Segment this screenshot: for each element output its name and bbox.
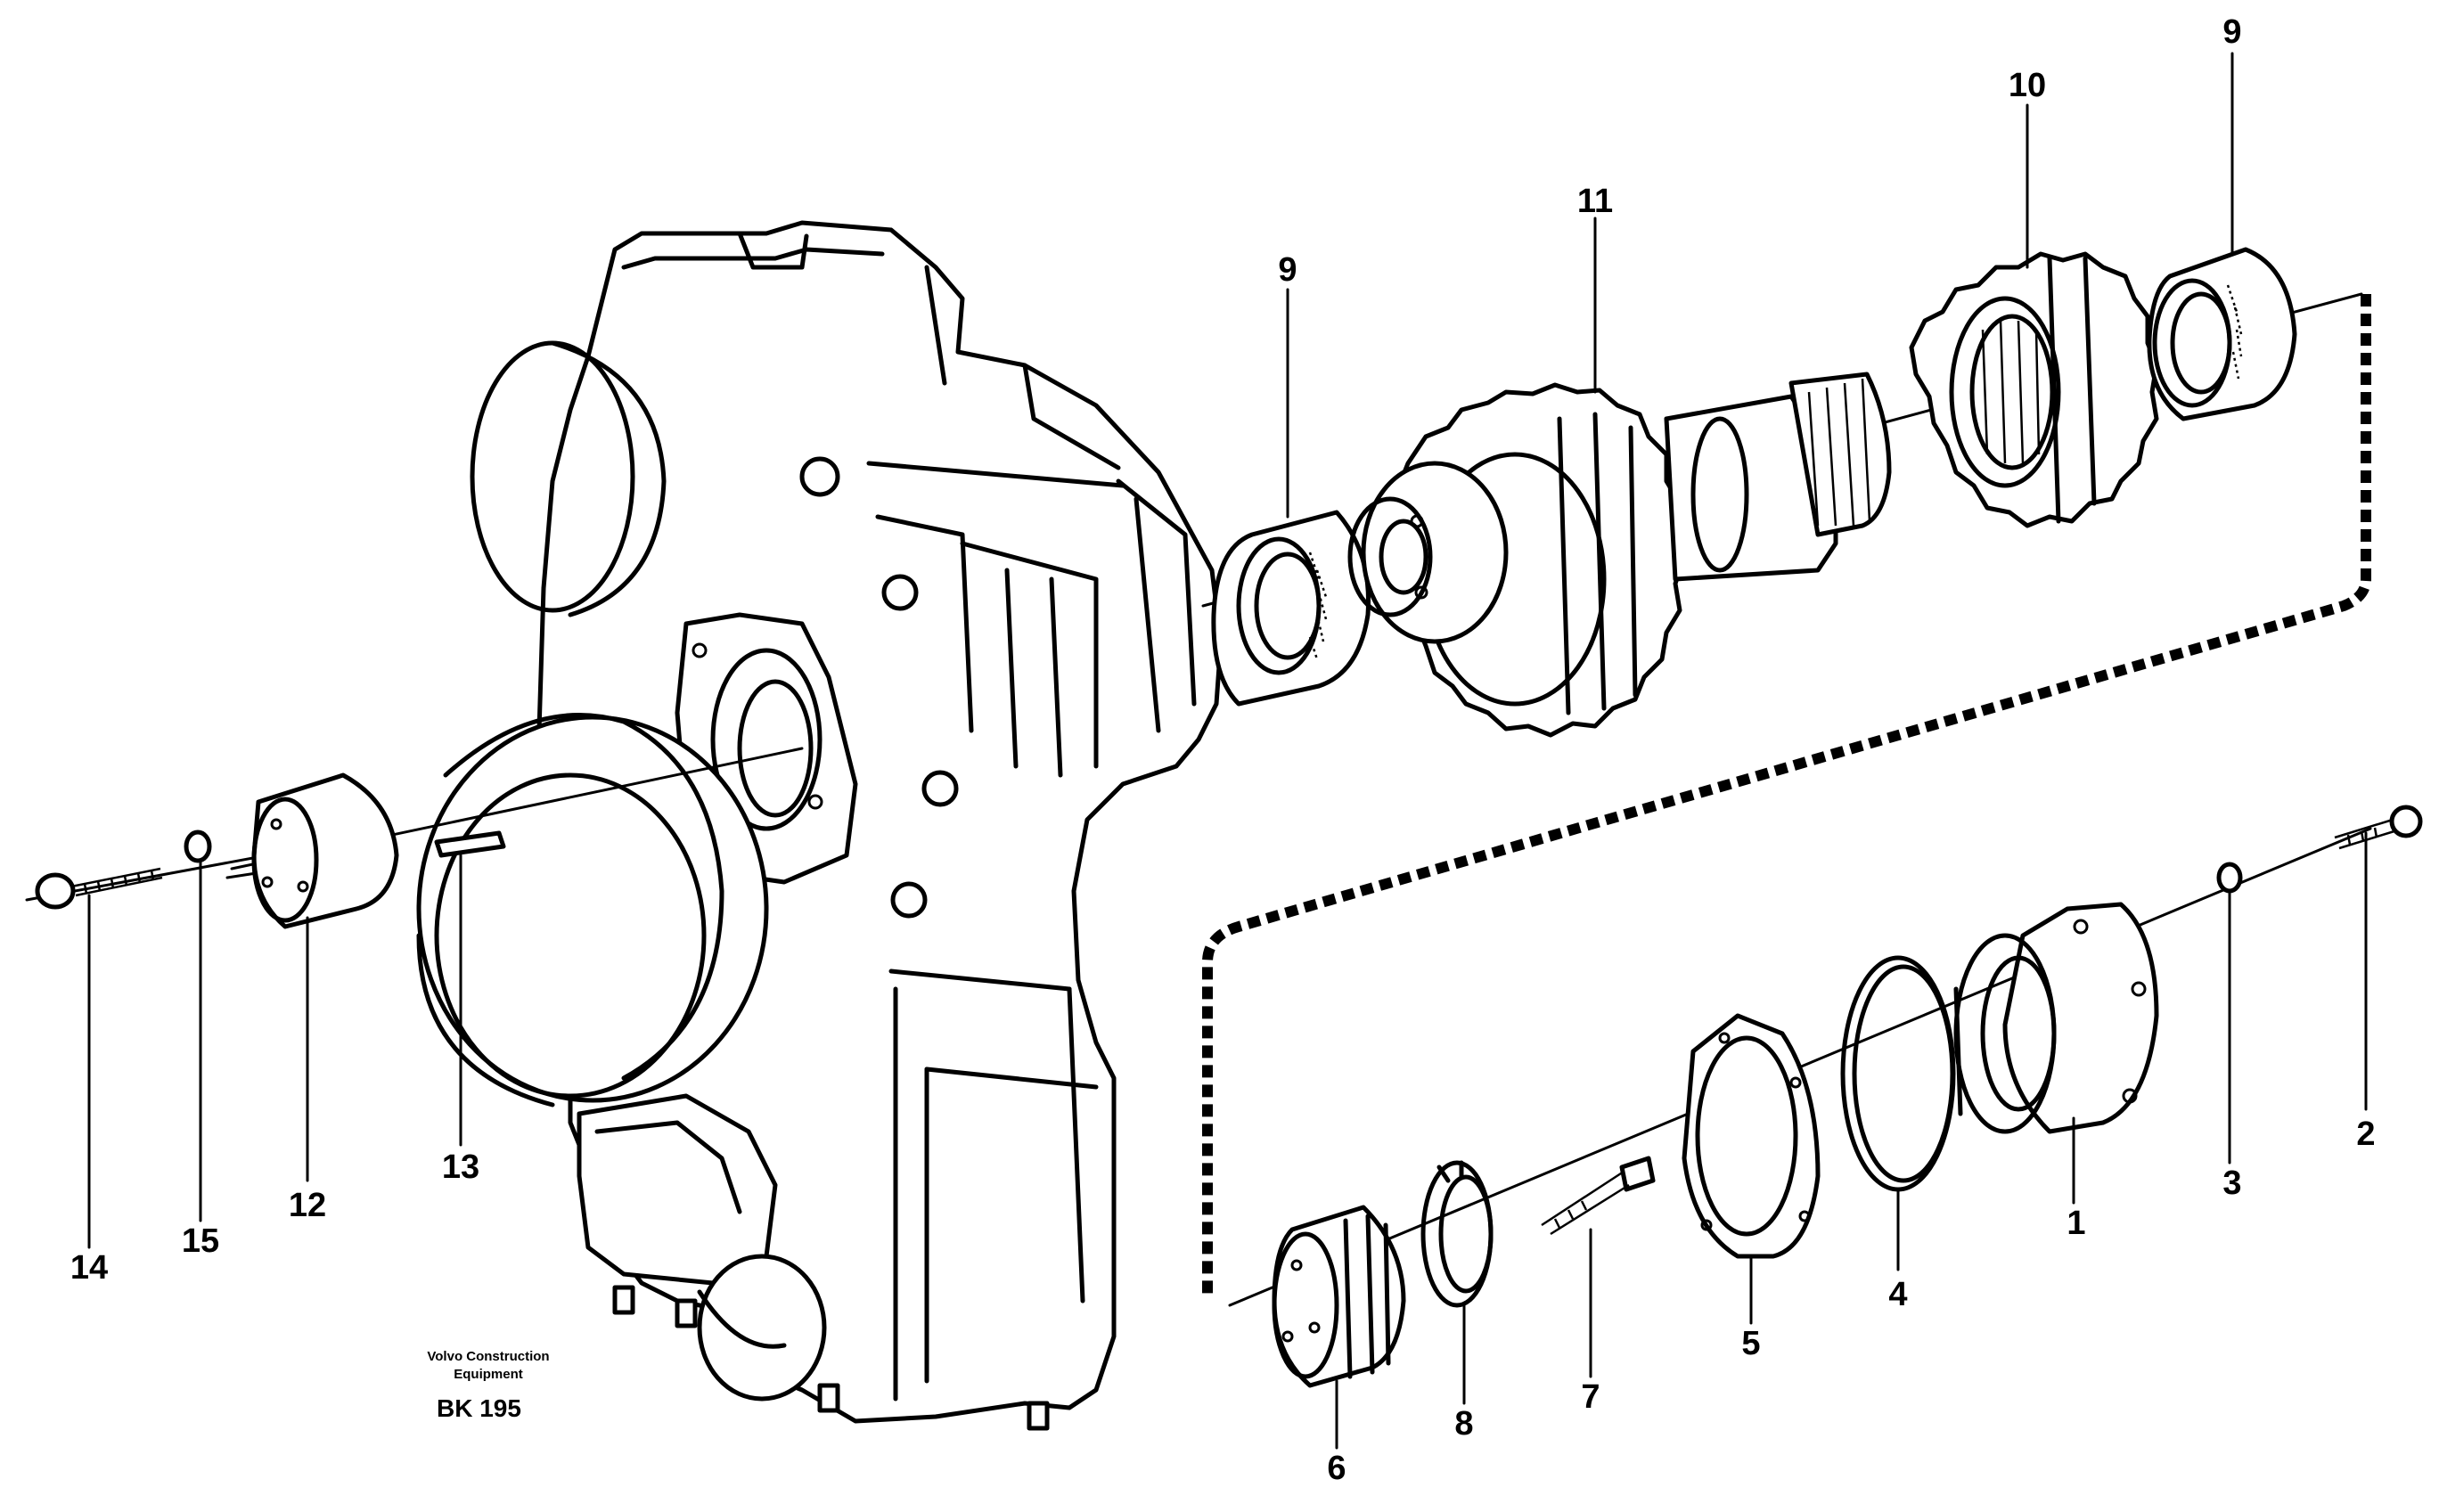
leader-lines bbox=[87, 52, 2368, 1450]
gear-shaft bbox=[1347, 372, 1892, 738]
taper-roller-bearing-left bbox=[1211, 510, 1371, 707]
callout-6: 6 bbox=[1327, 1450, 1346, 1487]
key bbox=[434, 830, 506, 858]
callout-numbers: 1 2 3 4 5 6 7 8 9 9 10 11 12 13 14 15 bbox=[70, 13, 2376, 1487]
bearing-housing bbox=[1953, 902, 2159, 1134]
callout-11: 11 bbox=[1577, 183, 1613, 220]
screw-left bbox=[35, 867, 163, 910]
callout-1: 1 bbox=[2067, 1205, 2085, 1242]
gearbox-housing bbox=[416, 220, 1224, 1431]
callout-8: 8 bbox=[1454, 1405, 1473, 1443]
cap-cover bbox=[251, 772, 399, 929]
callout-14: 14 bbox=[70, 1249, 108, 1287]
callout-12: 12 bbox=[289, 1187, 326, 1224]
taper-roller-bearing-right bbox=[2147, 247, 2297, 421]
gasket-plate bbox=[1682, 1013, 1821, 1259]
caption-line-1: Volvo Construction bbox=[427, 1349, 549, 1364]
washer-left bbox=[184, 830, 212, 863]
callout-9-right: 9 bbox=[2222, 13, 2241, 51]
callout-13: 13 bbox=[442, 1148, 479, 1186]
drawing-caption: Volvo Construction Equipment BK 195 bbox=[427, 1349, 549, 1422]
callout-4: 4 bbox=[1888, 1276, 1907, 1313]
callout-9-left: 9 bbox=[1278, 251, 1297, 289]
washer-right bbox=[2216, 862, 2243, 894]
drawing-code: BK 195 bbox=[437, 1394, 521, 1422]
screw-right bbox=[2334, 805, 2423, 850]
caption-line-2: Equipment bbox=[454, 1367, 523, 1382]
callout-3: 3 bbox=[2222, 1165, 2241, 1202]
snap-ring bbox=[1420, 1160, 1494, 1308]
callout-2: 2 bbox=[2356, 1116, 2375, 1153]
callout-7: 7 bbox=[1581, 1378, 1600, 1416]
spur-gear bbox=[1909, 251, 2159, 528]
callout-5: 5 bbox=[1741, 1325, 1760, 1362]
callout-10: 10 bbox=[2009, 67, 2046, 104]
piston-plug bbox=[1272, 1205, 1406, 1388]
o-ring bbox=[1840, 955, 1956, 1192]
bolt bbox=[1541, 1156, 1656, 1236]
callout-15: 15 bbox=[182, 1222, 219, 1260]
